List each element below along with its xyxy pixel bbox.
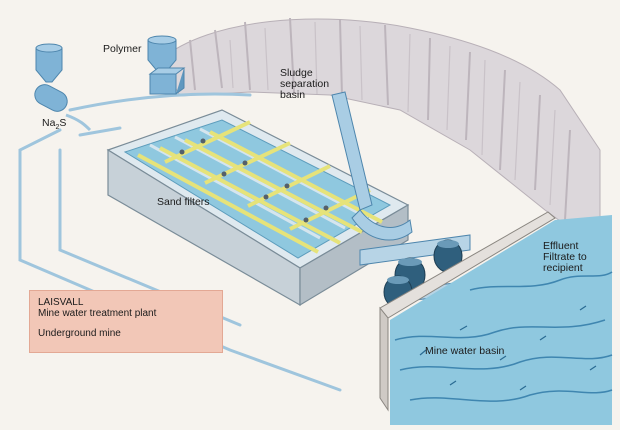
mine-water bbox=[390, 215, 613, 425]
legend-title: LAISVALL bbox=[38, 297, 84, 308]
legend-box: LAISVALL Mine water treatment plant Unde… bbox=[29, 290, 223, 353]
polymer-tank bbox=[147, 35, 186, 95]
cave-wall bbox=[159, 17, 601, 251]
label-mine-water-basin: Mine water basin bbox=[425, 345, 505, 357]
label-na2s: Na2S bbox=[42, 117, 67, 132]
label-sand-filters: Sand filters bbox=[157, 196, 210, 208]
legend-subtitle: Mine water treatment plant bbox=[38, 308, 157, 319]
label-sludge-separation-basin: Sludge separation basin bbox=[280, 67, 330, 101]
legend-mine: Underground mine bbox=[38, 328, 121, 339]
na2s-tank bbox=[34, 43, 92, 132]
label-polymer: Polymer bbox=[103, 43, 142, 55]
dam-wall bbox=[379, 211, 556, 412]
label-effluent: Effluent Filtrate to recipient bbox=[543, 240, 587, 274]
sludge-pipe bbox=[331, 91, 413, 241]
sand-filter-basin bbox=[106, 109, 410, 307]
